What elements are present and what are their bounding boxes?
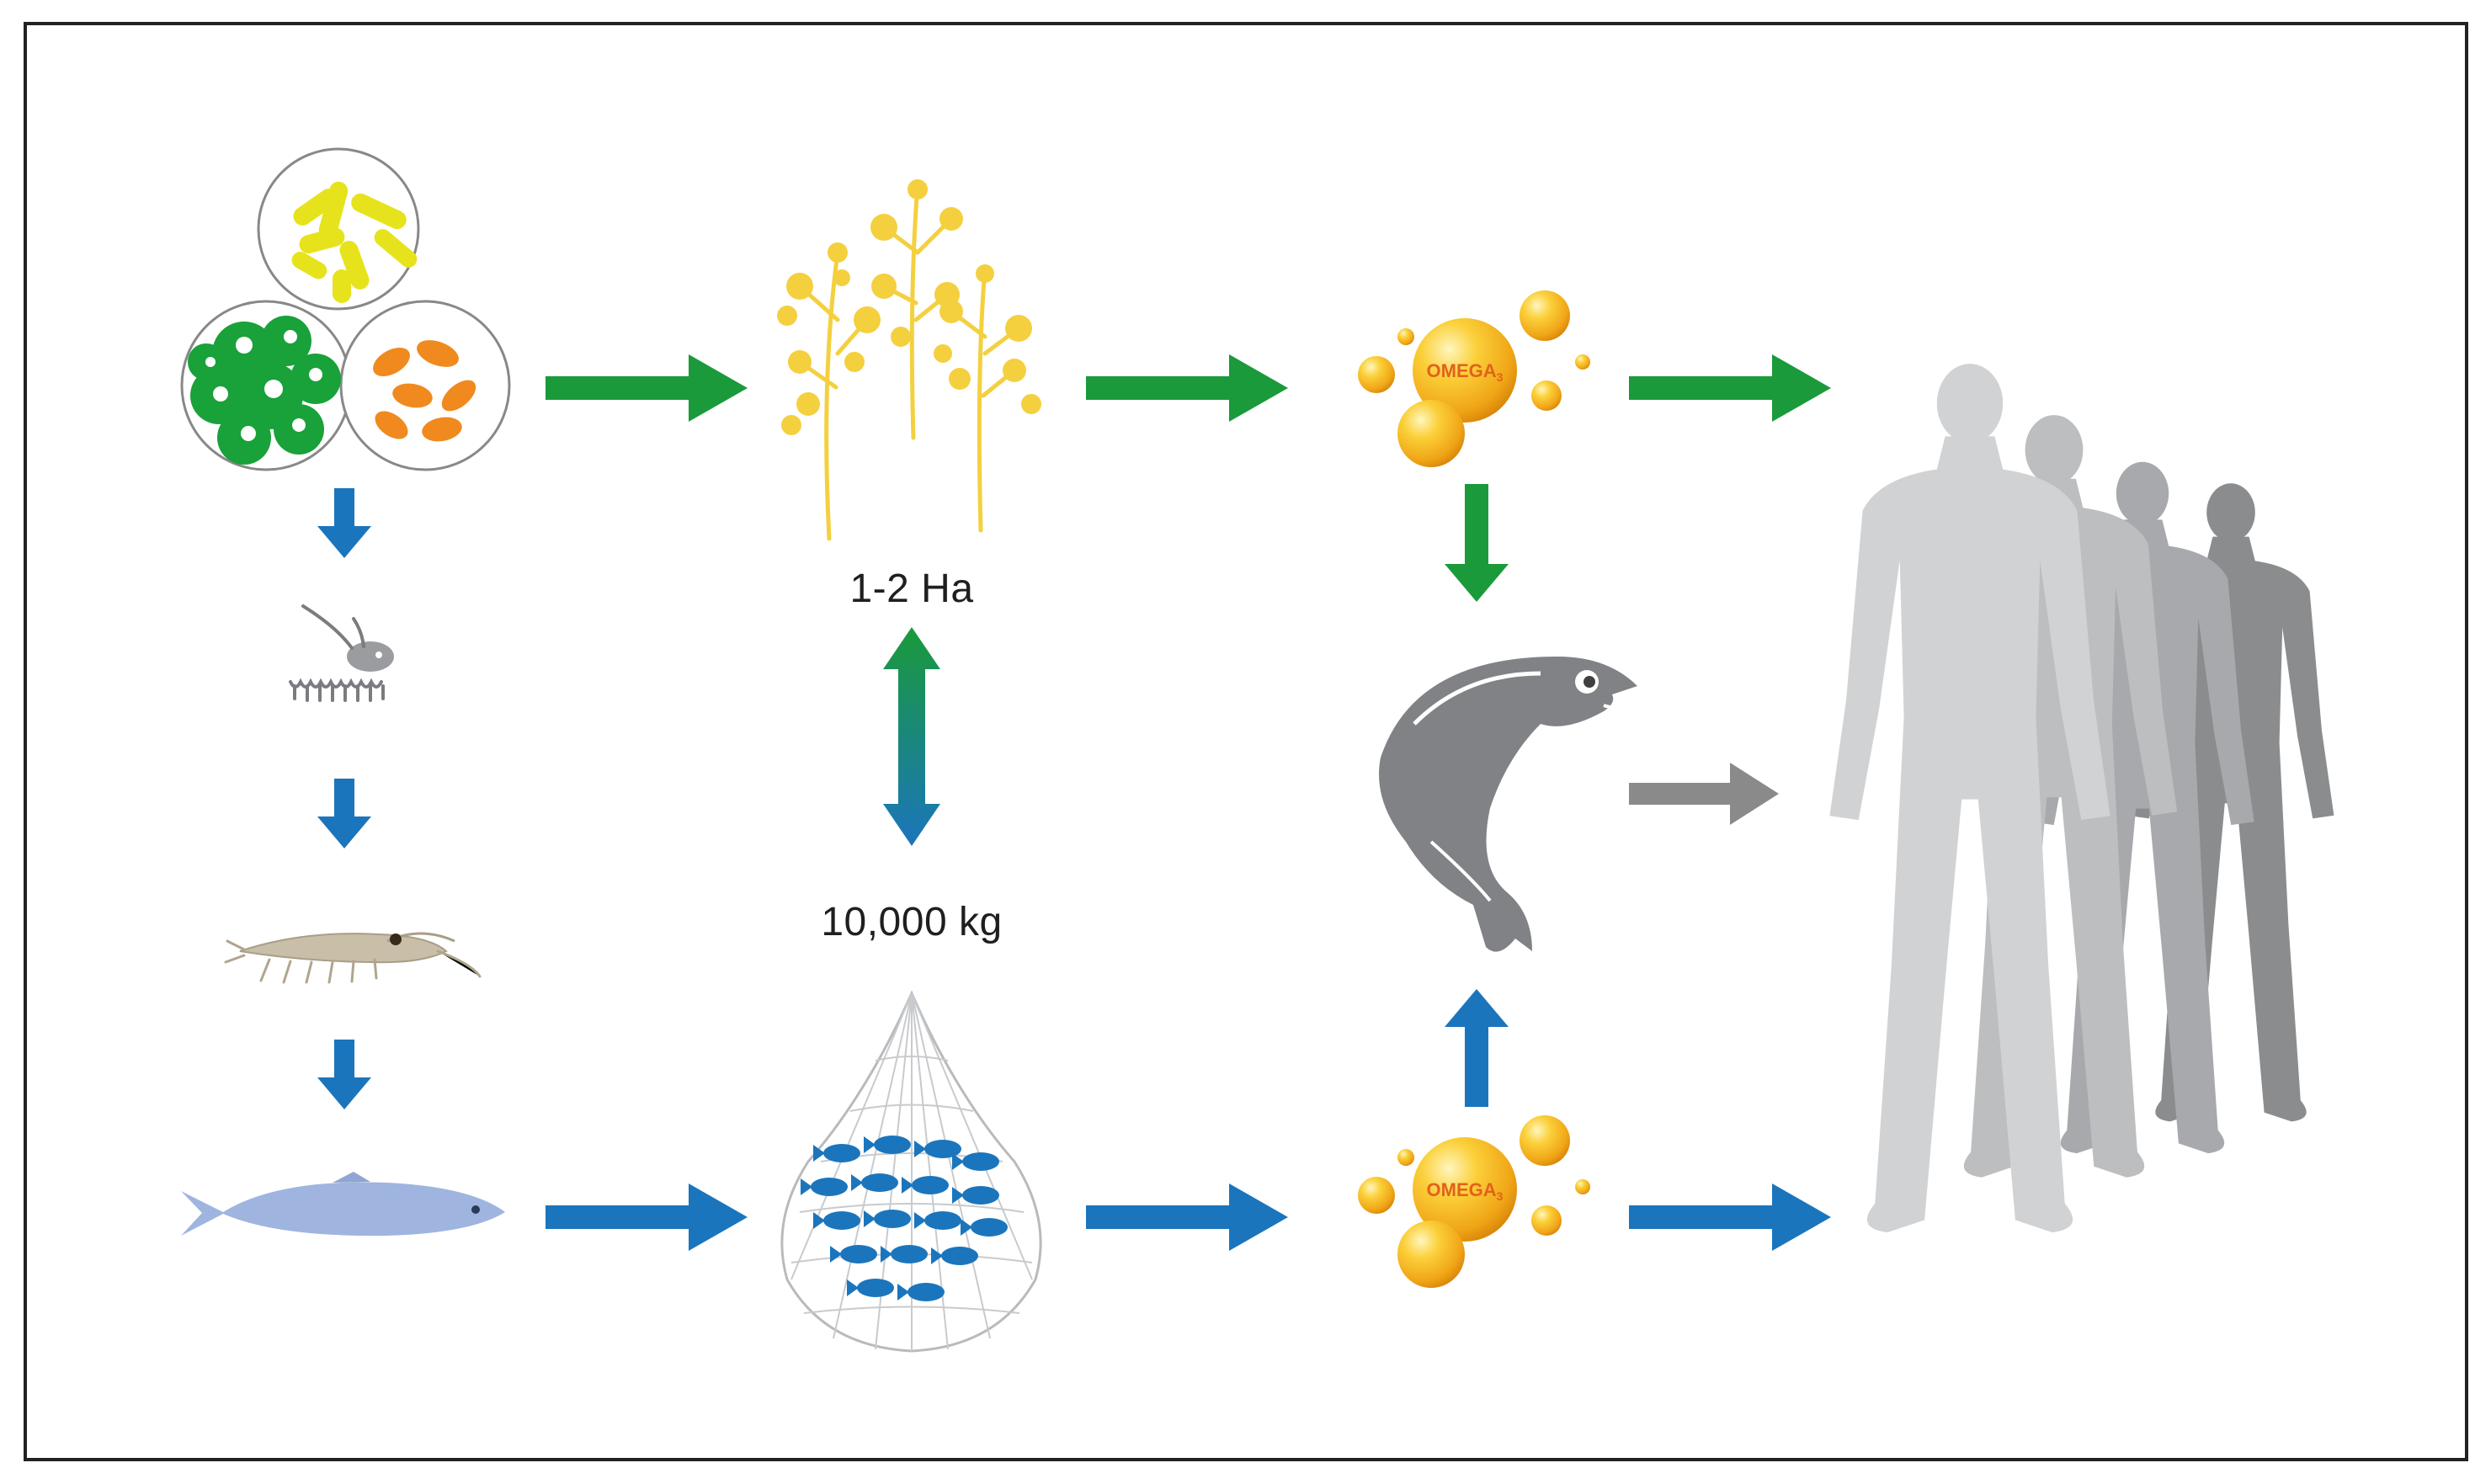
- arrow-down-2: [317, 779, 371, 848]
- arrow-right-net-to-omega: [1086, 1183, 1288, 1251]
- omega3-oil-icon: OMEGA3: [1358, 1115, 1590, 1288]
- krill-icon: [224, 932, 482, 984]
- net-fish-group: [801, 1136, 1008, 1301]
- arrow-up-omega-to-salmon: [1445, 989, 1509, 1107]
- human-silhouette-1: [1829, 364, 2110, 1233]
- blue-down-arrows: [317, 488, 371, 1109]
- anchovy-icon: [181, 1172, 505, 1237]
- double-arrow-land-vs-fish: [883, 627, 940, 846]
- arrow-right-omega-to-humans-top: [1629, 354, 1831, 422]
- fish-mass-label: 10,000 kg: [821, 900, 1003, 944]
- omega-word: OMEGA: [1427, 1179, 1497, 1200]
- human-silhouettes-icon: [1829, 364, 2334, 1233]
- svg-text:OMEGA3: OMEGA3: [1427, 360, 1504, 384]
- land-area-label: 1-2 Ha: [849, 566, 974, 611]
- arrow-down-1: [317, 488, 371, 558]
- arrow-down-3: [317, 1040, 371, 1109]
- canola-plant-icon: [777, 179, 1041, 541]
- fish-net-icon: [780, 990, 1042, 1353]
- arrow-down-omega-to-salmon: [1445, 484, 1509, 602]
- human-silhouette-2: [1930, 415, 2178, 1178]
- omega-subscript: 3: [1497, 1189, 1504, 1203]
- arrow-right-salmon-to-humans: [1629, 763, 1779, 825]
- microalgae-cluster-icon: [180, 147, 511, 471]
- svg-text:OMEGA3: OMEGA3: [1427, 1179, 1504, 1203]
- omega-subscript: 3: [1497, 370, 1504, 384]
- green-arrows-top-row: [546, 354, 1831, 602]
- salmon-icon: [1379, 657, 1637, 952]
- blue-arrows-bottom-row: [546, 989, 1831, 1251]
- arrow-right-omega-to-humans-bottom: [1629, 1183, 1831, 1251]
- omega3-oil-icon: OMEGA3: [1358, 290, 1590, 467]
- copepod-icon: [289, 604, 394, 702]
- arrow-right-algae-to-canola: [546, 354, 748, 422]
- omega-word: OMEGA: [1427, 360, 1497, 381]
- arrow-right-anchovy-to-net: [546, 1183, 748, 1251]
- arrow-right-canola-to-omega: [1086, 354, 1288, 422]
